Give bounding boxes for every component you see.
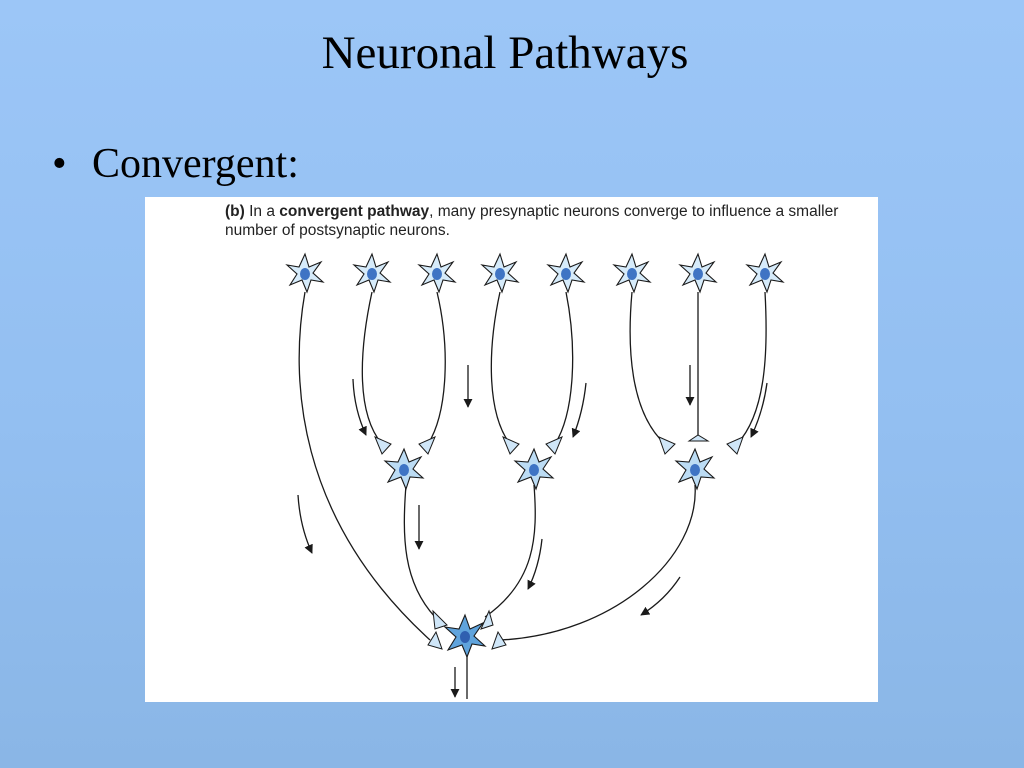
nucleus xyxy=(693,268,703,280)
axon-9 xyxy=(403,484,436,618)
convergent-pathway-figure: (b) In a convergent pathway, many presyn… xyxy=(145,197,878,702)
nucleus xyxy=(529,464,539,476)
axon-1 xyxy=(298,291,431,641)
figure-caption: (b) In a convergent pathway, many presyn… xyxy=(225,202,845,240)
nucleus xyxy=(627,268,637,280)
arrow-3 xyxy=(571,382,587,438)
neurons xyxy=(285,252,785,659)
terminal-11 xyxy=(491,630,507,650)
axon-11 xyxy=(500,484,696,641)
arrow-9 xyxy=(640,576,681,616)
neuron-diagram xyxy=(285,252,785,699)
presynaptic-neuron-2 xyxy=(352,252,392,294)
presynaptic-neuron-5 xyxy=(546,252,586,294)
presynaptic-neuron-1 xyxy=(285,252,325,294)
presynaptic-neuron-4 xyxy=(480,252,520,294)
postsynaptic-neuron xyxy=(443,613,487,659)
bullet-item: • Convergent: xyxy=(52,140,299,188)
nucleus xyxy=(690,464,700,476)
terminal-7 xyxy=(726,436,744,455)
intermediate-neuron-2 xyxy=(513,447,555,491)
presynaptic-neuron-3 xyxy=(417,252,457,294)
terminal-6 xyxy=(687,434,710,442)
nucleus xyxy=(432,268,442,280)
presynaptic-neuron-7 xyxy=(678,252,718,294)
axon-paths-middle xyxy=(403,484,696,699)
nucleus xyxy=(399,464,409,476)
terminal-8 xyxy=(432,609,448,630)
presynaptic-neuron-6 xyxy=(612,252,652,294)
terminal-10 xyxy=(427,630,443,650)
axon-10 xyxy=(484,484,536,618)
axon-paths-top xyxy=(298,291,767,641)
axon-8 xyxy=(736,291,767,445)
terminal-2 xyxy=(418,436,436,455)
slide-title: Neuronal Pathways xyxy=(321,27,689,79)
axon-5 xyxy=(554,291,574,445)
axon-3 xyxy=(427,291,446,445)
nucleus xyxy=(367,268,377,280)
axon-2 xyxy=(361,291,383,445)
arrow-5 xyxy=(750,382,768,438)
caption-text-post: , many presynaptic neurons converge to i… xyxy=(225,203,839,239)
nucleus xyxy=(495,268,505,280)
intermediate-neuron-3 xyxy=(674,447,716,491)
intermediate-neuron-1 xyxy=(383,447,425,491)
caption-text-pre: In a xyxy=(244,203,280,220)
axon-4 xyxy=(490,291,511,445)
terminal-1 xyxy=(374,436,392,455)
terminal-9 xyxy=(480,609,494,630)
nucleus xyxy=(760,268,770,280)
terminal-4 xyxy=(545,436,563,455)
nucleus xyxy=(300,268,310,280)
direction-arrows xyxy=(297,365,768,698)
bullet-symbol: • xyxy=(52,141,67,187)
terminal-3 xyxy=(502,436,520,455)
presynaptic-neuron-8 xyxy=(745,252,785,294)
axon-6 xyxy=(629,291,666,445)
caption-label: (b) xyxy=(225,203,245,220)
arrow-1 xyxy=(352,378,367,436)
synaptic-terminals xyxy=(374,434,744,650)
nucleus xyxy=(561,268,571,280)
terminal-5 xyxy=(658,436,676,455)
arrow-8 xyxy=(527,538,543,590)
nucleus xyxy=(460,631,470,643)
arrow-6 xyxy=(297,494,313,554)
bullet-text: Convergent: xyxy=(92,141,299,187)
caption-bold-term: convergent pathway xyxy=(279,203,430,220)
